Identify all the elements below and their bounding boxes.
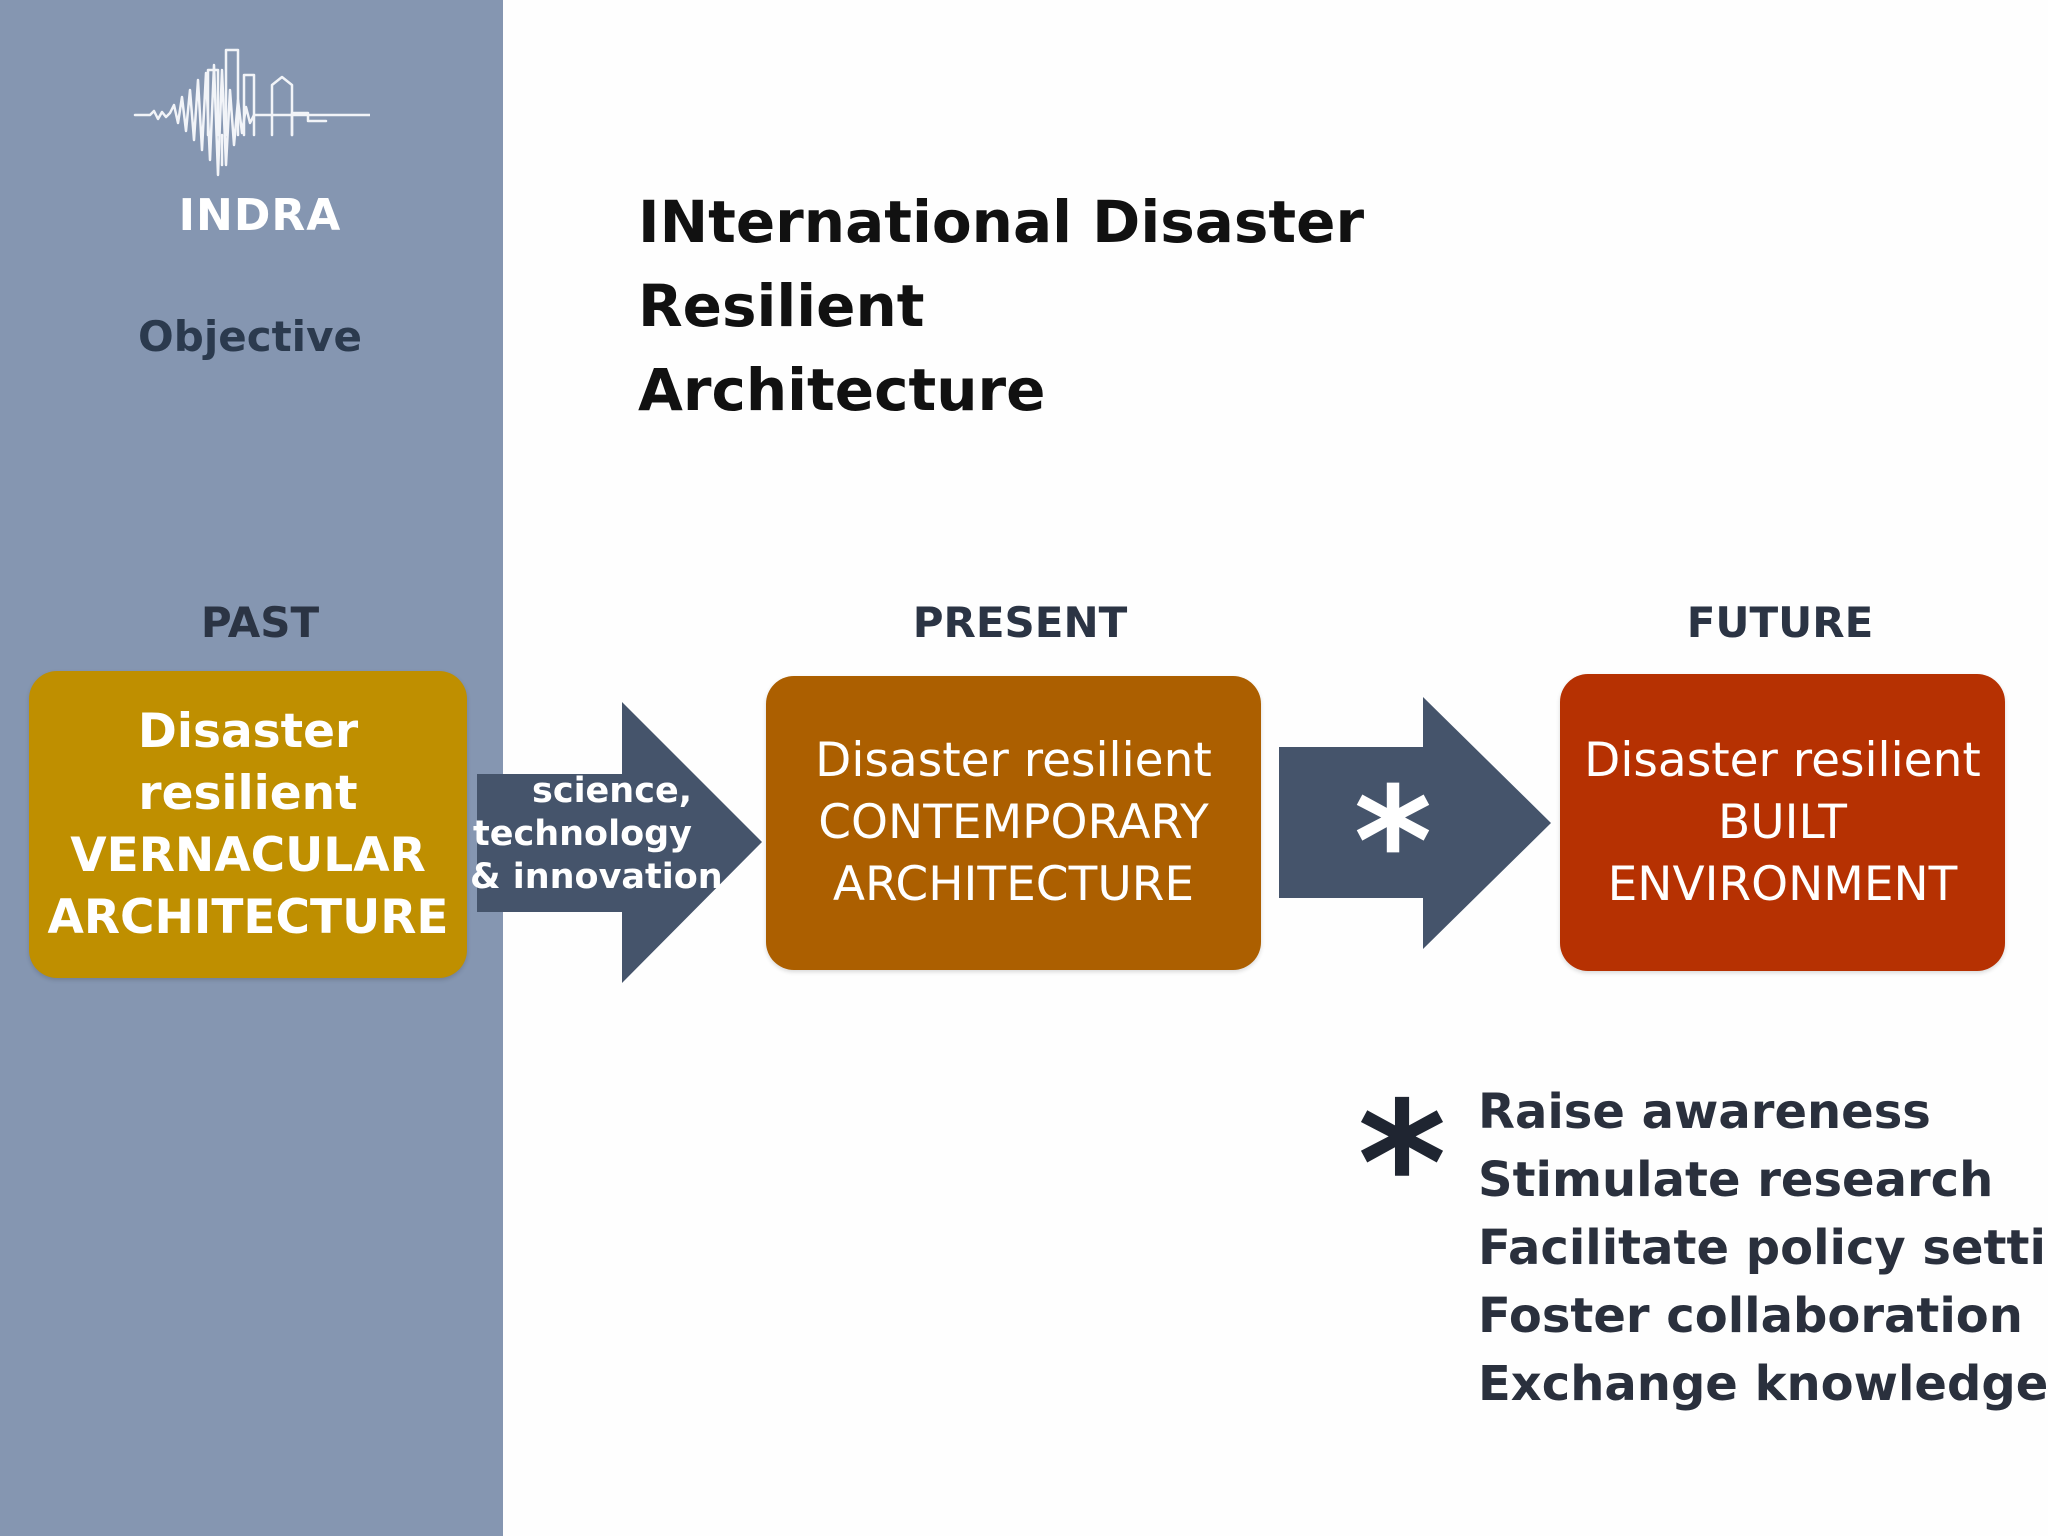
box-present-line: ARCHITECTURE [832,857,1195,912]
arrow-label-line: technology [472,814,692,854]
box-past-line: resilient [138,765,358,821]
box-future-line: ENVIRONMENT [1607,856,1958,912]
period-label-present: PRESENT [912,598,1128,647]
title-line-1: INternational Disaster Resilient [638,188,1365,340]
box-future-built-environment: Disaster resilient BUILT ENVIRONMENT [1560,674,2005,971]
arrow-label-line: science, [531,771,692,811]
section-label: Objective [138,312,362,361]
box-present-line: CONTEMPORARY [818,795,1209,850]
box-past-line: VERNACULAR [70,827,426,883]
box-present-line: Disaster resilient [815,733,1212,788]
box-past-line: Disaster [137,703,359,759]
list-item: Facilitate policy setting [1478,1220,2048,1276]
asterisk-icon: * [1353,756,1433,930]
page-title: INternational Disaster Resilient Archite… [638,180,1638,432]
footnote-asterisk-icon: * [1357,1066,1447,1264]
footnote-list: Raise awareness Stimulate research Facil… [1478,1078,2048,1418]
brand-name: INDRA [178,190,342,241]
list-item: Stimulate research [1478,1152,1994,1208]
box-past-vernacular: Disaster resilient VERNACULAR ARCHITECTU… [29,671,467,978]
seismograph-skyline-logo-icon [133,48,370,177]
arrow-label: science, technology & innovation [470,770,723,899]
list-item: Exchange knowledge [1478,1356,2048,1412]
period-label-future: FUTURE [1686,598,1874,647]
arrow-label-line: & innovation [470,857,723,897]
period-label-past: PAST [200,598,320,647]
title-line-2: Architecture [638,356,1046,424]
list-item: Foster collaboration [1478,1288,2023,1344]
box-future-line: Disaster resilient [1584,732,1981,788]
list-item: Raise awareness [1478,1084,1931,1140]
box-present-contemporary: Disaster resilient CONTEMPORARY ARCHITEC… [766,676,1261,970]
arrow-asterisk [1279,697,1551,949]
box-past-line: ARCHITECTURE [47,889,449,945]
box-future-line: BUILT [1718,794,1847,850]
arrow-science-technology [477,702,762,983]
